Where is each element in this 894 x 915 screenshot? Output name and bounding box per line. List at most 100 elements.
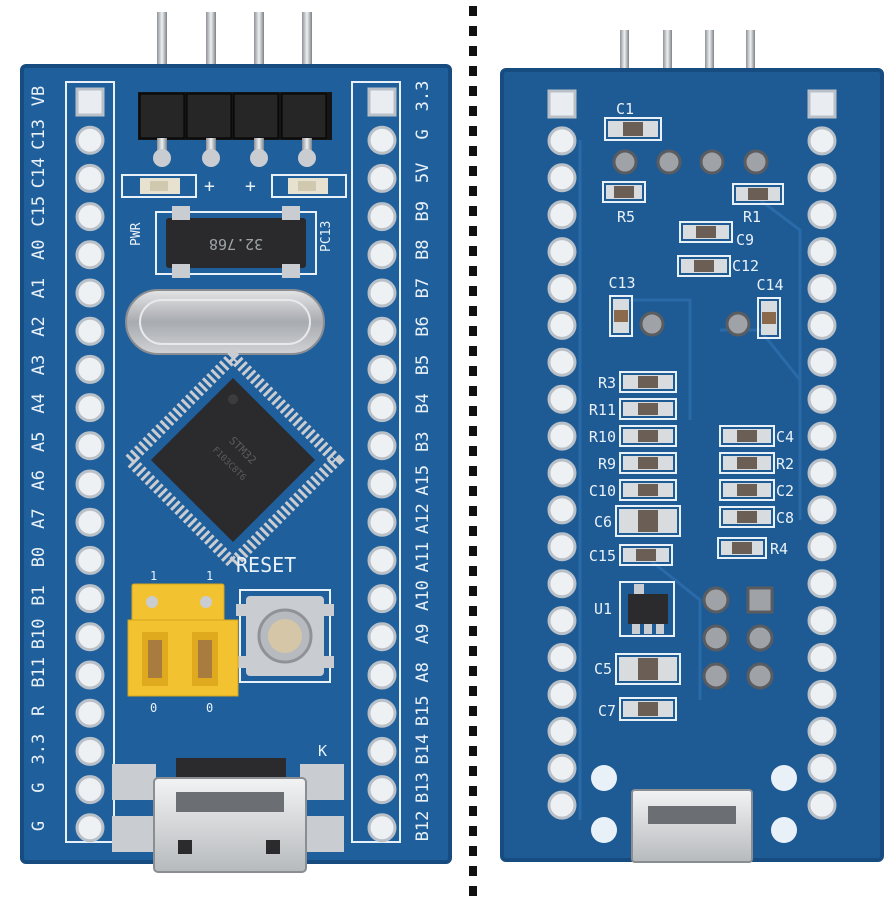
- pin-label: 3.3: [29, 734, 49, 765]
- pin-hole: [367, 202, 397, 232]
- component-outline: [619, 697, 677, 721]
- component-body: [762, 312, 776, 324]
- component-label: C2: [776, 482, 794, 500]
- pin-hole: [367, 316, 397, 346]
- component-outline: [609, 295, 633, 337]
- pin-hole: [367, 469, 397, 499]
- pin-hole: [547, 716, 577, 746]
- pin-hole: [807, 569, 837, 599]
- pin-hole: [547, 126, 577, 156]
- pin-label: A7: [29, 508, 49, 528]
- pin-label: A4: [29, 393, 49, 413]
- component-body: [638, 403, 658, 415]
- component-label: C14: [756, 276, 783, 294]
- voltage-regulator-u1: [619, 581, 675, 637]
- micro-usb-port-right[interactable]: [591, 765, 797, 863]
- pin-hole: [807, 643, 837, 672]
- component-outline: [679, 221, 733, 243]
- pin-hole: [75, 813, 105, 843]
- pin-hole: [367, 545, 397, 575]
- pin-label: B4: [413, 393, 433, 413]
- pin-hole: [807, 753, 837, 783]
- pin-label: A0: [29, 239, 49, 259]
- component-outline: [719, 452, 775, 474]
- pin-hole: [807, 237, 837, 267]
- component-label: R11: [589, 401, 616, 419]
- pin-label: A5: [29, 432, 49, 452]
- pin-hole: [547, 753, 577, 783]
- left-board-top-side: + + PWR PC13 32.768 STM32 F103C8T: [20, 12, 452, 873]
- pin-hole: [75, 87, 105, 117]
- plus-sign: +: [245, 176, 256, 197]
- component-outline: [732, 183, 784, 205]
- pin-hole: [367, 278, 397, 308]
- pin-hole: [75, 660, 105, 690]
- pin-hole: [367, 622, 397, 652]
- component-body: [614, 186, 634, 198]
- component-body: [638, 430, 658, 442]
- pin-hole: [547, 89, 577, 119]
- pin-hole: [367, 125, 397, 155]
- pc13-label: PC13: [319, 221, 334, 252]
- pin-label: B0: [29, 547, 49, 567]
- component-outline: [757, 297, 781, 339]
- pin-label: 5V: [413, 163, 433, 183]
- component-outline: [677, 255, 731, 277]
- pin-hole: [807, 347, 837, 377]
- pin-label: A2: [29, 316, 49, 336]
- pin-hole: [807, 310, 837, 340]
- micro-usb-port-left[interactable]: [112, 758, 344, 873]
- pin-hole: [807, 274, 837, 303]
- component-outline: [602, 181, 646, 203]
- pin-hole: [75, 278, 105, 308]
- component-label: C5: [594, 660, 612, 678]
- pin-hole: [547, 458, 577, 488]
- component-body: [614, 310, 628, 322]
- pin-hole: [547, 237, 577, 267]
- pin-label: A10: [413, 580, 433, 611]
- component-body: [694, 260, 714, 272]
- pin-hole: [367, 736, 397, 766]
- header-pins-top: [157, 12, 312, 102]
- rtc-crystal: 32.768: [155, 206, 317, 278]
- pin-label: B7: [413, 278, 433, 298]
- component-body: [636, 549, 656, 561]
- pin-hole: [807, 679, 837, 709]
- pin-label: A9: [413, 624, 433, 644]
- pin-hole: [547, 310, 577, 340]
- test-pads: [702, 586, 774, 690]
- reset-button[interactable]: [236, 589, 334, 683]
- pin-hole: [807, 384, 837, 414]
- component-body: [737, 457, 757, 469]
- pin-label: 3.3: [413, 81, 433, 112]
- pin-hole: [75, 163, 105, 193]
- component-outline: [619, 398, 677, 420]
- boot-jumpers[interactable]: 1 1 0 0: [127, 569, 239, 715]
- pin-label: A12: [413, 503, 433, 534]
- component-label: R3: [598, 374, 616, 392]
- pin-label: B3: [413, 432, 433, 452]
- pin-label: B9: [413, 201, 433, 221]
- component-outline: [619, 452, 677, 474]
- pin-hole: [807, 790, 837, 820]
- pin-label: R: [29, 705, 49, 716]
- pin-label: B13: [413, 772, 433, 803]
- component-outline: [719, 506, 775, 528]
- pin-hole: [75, 354, 105, 384]
- pin-label: C15: [29, 196, 49, 227]
- pin-hole: [367, 393, 397, 423]
- pin-hole: [367, 354, 397, 384]
- pin-hole: [807, 421, 837, 451]
- pin-label: B14: [413, 734, 433, 765]
- left-pin-holes: [75, 87, 105, 843]
- pin-hole: [807, 89, 837, 119]
- pin-label: A3: [29, 355, 49, 375]
- component-outline: [719, 425, 775, 447]
- component-label: R5: [617, 208, 635, 226]
- pin-label: VB: [29, 86, 49, 106]
- component-body: [748, 188, 768, 200]
- pin-label: B10: [29, 619, 49, 650]
- jumper-label: 0: [206, 701, 213, 715]
- component-label: U1: [594, 600, 612, 618]
